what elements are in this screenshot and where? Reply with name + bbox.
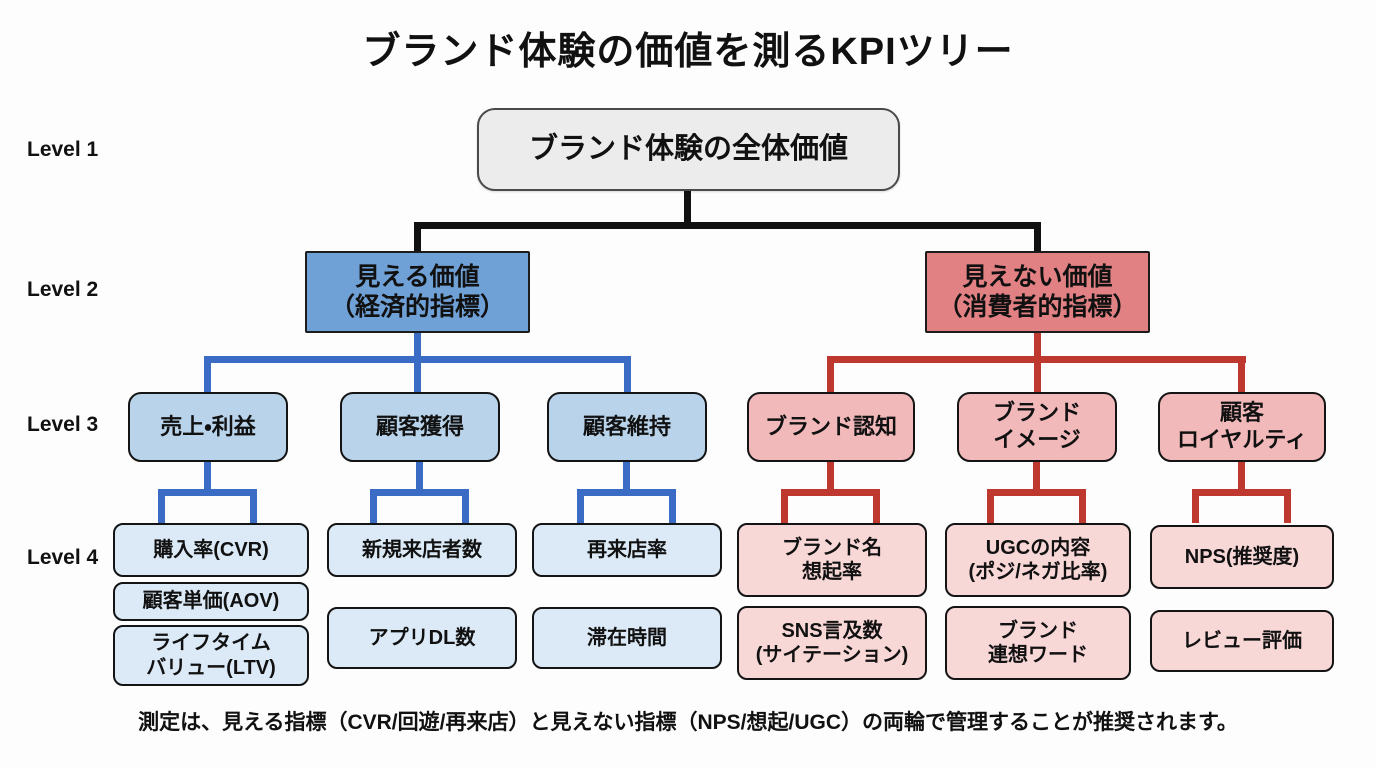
level-3-label: Level 3 (27, 413, 99, 436)
fork-loyalty-prong-right-line (1284, 489, 1291, 523)
invisible-drop-1-line (827, 356, 834, 392)
node-brand-image: ブランド イメージ (957, 392, 1117, 462)
metric-ugc-content: UGCの内容 (ポジ/ネガ比率) (945, 523, 1131, 597)
visible-drop-1-line (204, 356, 211, 392)
fork-image-prong-right-line (1079, 489, 1086, 523)
fork-loyalty-stem-line (1238, 462, 1245, 496)
node-customer-loyalty: 顧客 ロイヤルティ (1158, 392, 1326, 462)
footer-note: 測定は、見える指標（CVR/回遊/再来店）と見えない指標（NPS/想起/UGC）… (138, 711, 1238, 734)
fork-loyalty-prong-left-line (1192, 489, 1199, 523)
fork-retention-prong-right-line (669, 489, 676, 523)
metric-app-downloads: アプリDL数 (327, 607, 517, 669)
node-brand-awareness: ブランド認知 (747, 392, 915, 462)
metric-ltv: ライフタイム バリュー(LTV) (113, 625, 309, 686)
fork-acquisition-crossbar-line (370, 489, 469, 496)
level-4-label: Level 4 (27, 546, 99, 569)
fork-retention-stem-line (623, 462, 630, 496)
fork-sales-crossbar-line (158, 489, 257, 496)
node-invisible-value: 見えない価値 （消費者的指標） (925, 251, 1150, 333)
fork-awareness-prong-right-line (873, 489, 880, 523)
invisible-stem-line (1034, 333, 1041, 360)
invisible-drop-2-line (1034, 356, 1041, 392)
metric-review-score: レビュー評価 (1150, 610, 1334, 672)
trunk-drop-left-line (414, 222, 421, 251)
fork-awareness-crossbar-line (781, 489, 880, 496)
fork-awareness-stem-line (827, 462, 834, 496)
node-visible-value: 見える価値 （経済的指標） (305, 251, 530, 333)
fork-sales-prong-right-line (250, 489, 257, 523)
fork-image-prong-left-line (987, 489, 994, 523)
metric-brand-association: ブランド 連想ワード (945, 606, 1131, 680)
visible-drop-3-line (624, 356, 631, 392)
trunk-crossbar-line (414, 222, 1041, 229)
fork-acquisition-prong-right-line (462, 489, 469, 523)
metric-brand-recall: ブランド名 想起率 (737, 523, 927, 597)
metric-sns-mentions: SNS言及数 (サイテーション) (737, 606, 927, 680)
node-customer-retention: 顧客維持 (547, 392, 707, 462)
invisible-drop-3-line (1238, 356, 1245, 392)
visible-stem-line (414, 333, 421, 360)
node-root: ブランド体験の全体価値 (477, 108, 900, 191)
fork-image-stem-line (1033, 462, 1040, 496)
fork-awareness-prong-left-line (781, 489, 788, 523)
level-1-label: Level 1 (27, 138, 99, 161)
metric-new-visitors: 新規来店者数 (327, 523, 517, 577)
visible-drop-2-line (414, 356, 421, 392)
trunk-stem-line (684, 190, 691, 228)
fork-loyalty-crossbar-line (1192, 489, 1291, 496)
fork-image-crossbar-line (987, 489, 1086, 496)
page-title: ブランド体験の価値を測るKPIツリー (362, 31, 1014, 73)
metric-aov: 顧客単価(AOV) (113, 582, 309, 621)
trunk-drop-right-line (1034, 222, 1041, 251)
metric-return-rate: 再来店率 (532, 523, 722, 577)
fork-acquisition-stem-line (416, 462, 423, 496)
fork-retention-prong-left-line (577, 489, 584, 523)
fork-sales-prong-left-line (158, 489, 165, 523)
level-2-label: Level 2 (27, 278, 99, 301)
fork-sales-stem-line (204, 462, 211, 496)
metric-cvr: 購入率(CVR) (113, 523, 309, 577)
node-sales-profit: 売上・利益 (128, 392, 288, 462)
metric-dwell-time: 滞在時間 (532, 607, 722, 669)
fork-acquisition-prong-left-line (370, 489, 377, 523)
metric-nps: NPS(推奨度) (1150, 525, 1334, 589)
fork-retention-crossbar-line (577, 489, 676, 496)
node-customer-acquisition: 顧客獲得 (340, 392, 500, 462)
